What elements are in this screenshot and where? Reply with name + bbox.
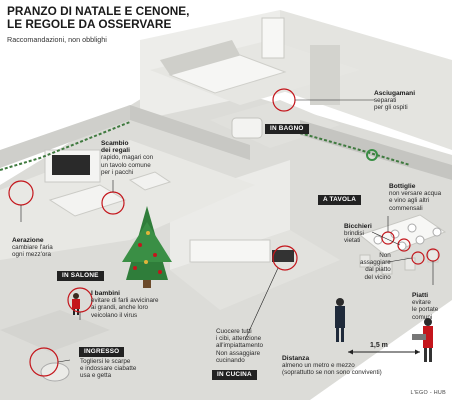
note-title: Aerazione [12,237,44,244]
distance-value: 1,5 m [370,342,388,349]
note-text: Non assaggiare dal piatto del vicino [360,252,391,281]
note-text: evitare le portate comuni [412,299,439,321]
slippers [40,362,70,382]
note-text: non versare acqua e vino agli altri comm… [389,190,442,212]
marker-bicchieri [397,238,411,252]
note-piatti: Piatti evitare le portate comuni [412,292,438,321]
note-bambini: I bambini evitare di farli avvicinare ai… [91,290,159,319]
marker-cucina [272,245,298,271]
christmas-tree [122,206,172,288]
page-subtitle: Raccomandazioni, non obblighi [7,35,107,44]
garland-2 [299,132,411,166]
place-settings [373,223,442,251]
note-title: Asciugamani [374,90,416,97]
note-text: cambiare l'aria ogni mezz'ora [12,244,53,259]
room-tag-cucina: IN CUCINA [212,370,257,380]
note-bicchieri: Bicchieri brindisi vietati [344,223,372,245]
room-tag-bagno: IN BAGNO [265,124,309,134]
room-tag-salone: IN SALONE [57,271,104,281]
page-title: PRANZO DI NATALE E CENONE, LE REGOLE DA … [7,5,189,31]
wreath [366,149,378,161]
note-text: evitare di farli avvicinare ai grandi, a… [91,297,159,319]
wall-salone [0,105,130,168]
garland [0,121,131,171]
wall-middle [130,105,250,160]
note-bottiglie: Bottiglie non versare acqua e vino agli … [389,183,441,212]
note-title: Distanza [282,355,310,362]
bed [168,54,287,94]
bathtub [231,117,263,139]
note-title: Piatti [412,292,429,299]
cooktop [272,250,294,262]
room-tag-ingresso: INGRESSO [79,347,125,357]
bed-headboard [160,40,240,75]
person-left [335,298,345,342]
note-text: rapido, magari con un tavolo comune per … [101,154,154,176]
note-ingresso: Togliersi le scarpe e indossare ciabatte… [80,358,136,380]
window-top [261,17,285,59]
note-aerazione: Aerazione cambiare l'aria ogni mezz'ora [12,237,53,259]
room-tag-tavola: A TAVOLA [318,195,362,205]
dining-table [358,214,447,256]
kitchen-floor [170,230,340,310]
note-distanza: Distanza almeno un metro e mezzo (soprat… [282,355,382,377]
entrance-floor [0,310,110,352]
note-assaggiare: Non assaggiare dal piatto del vicino [360,252,391,281]
note-cucina: Cuocere tutti i cibi, attenzione all'imp… [216,328,263,364]
note-title: Scambio dei regali [101,140,130,155]
credit-label: L'EGO - HUB [410,390,446,396]
note-regali: Scambio dei regali rapido, magari con un… [101,140,153,176]
leader-lines [20,99,434,363]
note-text: almeno un metro e mezzo (soprattutto se … [282,362,382,377]
title-line-2: LE REGOLE DA OSSERVARE [7,17,172,31]
note-asciugamani: Asciugamani separati per gli ospiti [374,90,415,112]
note-title: I bambini [91,290,120,297]
note-title: Bicchieri [344,223,372,230]
wall-right [300,120,452,180]
armchair [128,171,172,191]
kitchen-cabinets [189,239,271,263]
note-text: separati per gli ospiti [374,97,408,112]
note-text: Cuocere tutti i cibi, attenzione all'imp… [216,328,264,364]
tv [52,155,90,175]
note-text: brindisi vietati [344,230,364,245]
wardrobe [310,45,340,105]
note-text: Togliersi le scarpe e indossare ciabatte… [80,358,137,380]
sofa [48,184,127,217]
title-line-1: PRANZO DI NATALE E CENONE, [7,4,190,18]
note-title: Bottiglie [389,183,416,190]
person-right [412,318,433,362]
